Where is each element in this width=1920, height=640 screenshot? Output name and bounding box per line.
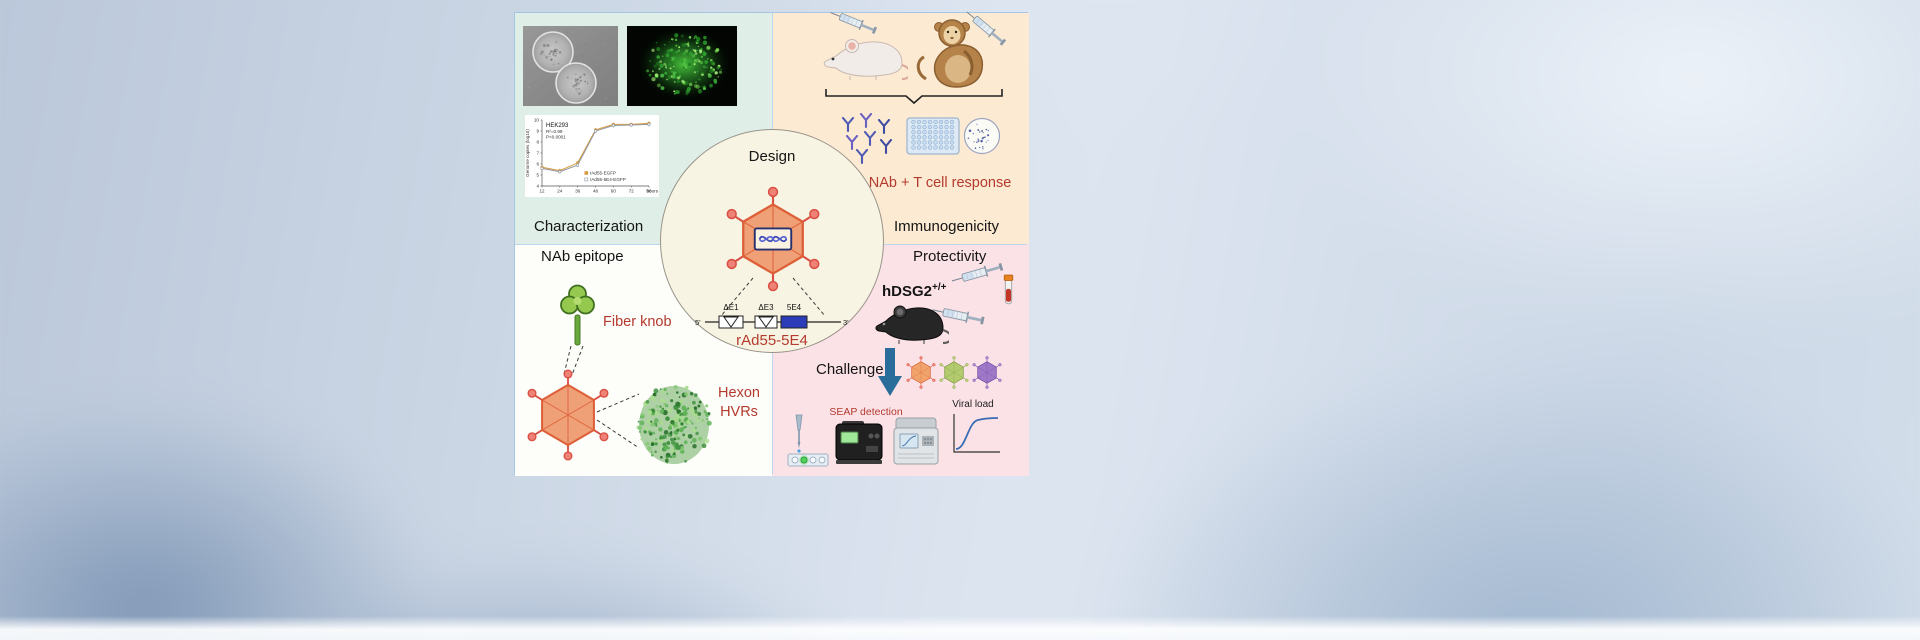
electron-microscopy-image <box>523 26 618 106</box>
hexon-hvrs-label: Hexon HVRs <box>718 385 760 420</box>
fiber-knob-icon <box>560 284 595 346</box>
black-mouse-icon <box>875 305 949 345</box>
pipette-assay-icon <box>787 414 829 467</box>
svg-text:60: 60 <box>611 189 617 194</box>
characterization-label: Characterization <box>534 218 644 235</box>
svg-text:96: 96 <box>646 189 652 194</box>
quadrant-immunogenicity: NAb + T cell response Immunogenicity <box>772 13 1029 244</box>
challenge-label: Challenge <box>816 361 884 378</box>
epitope-dashed-connectors <box>563 345 640 449</box>
svg-text:7: 7 <box>536 151 539 156</box>
svg-text:5: 5 <box>536 173 539 178</box>
viral-load-label: Viral load <box>952 399 994 410</box>
blood-tube-icon <box>1003 274 1014 305</box>
svg-text:72: 72 <box>629 189 635 194</box>
insert-label: 5E4 <box>787 303 802 312</box>
assay-plates-icon <box>906 117 1001 155</box>
protectivity-label: Protectivity <box>913 248 987 265</box>
virus-particle-icon <box>555 62 597 104</box>
design-label: Design <box>748 148 796 165</box>
immunogenicity-label: Immunogenicity <box>894 218 1000 235</box>
three-prime-label: 3' <box>843 318 849 327</box>
nab-epitope-label: NAb epitope <box>541 248 624 265</box>
de1-deletion-triangle <box>723 316 739 328</box>
svg-text:12: 12 <box>539 189 545 194</box>
de1-label: ΔE1 <box>723 303 739 312</box>
hexon-protein-icon <box>636 385 712 464</box>
seap-detection-label: SEAP detection <box>829 406 903 418</box>
challenge-virus-purple-icon <box>972 356 1002 389</box>
svg-text:9: 9 <box>536 129 539 134</box>
adenovirus-with-transgene-icon <box>725 186 821 292</box>
adenovirus-icon <box>526 369 610 461</box>
nab-tcell-response-text: NAb + T cell response <box>868 175 1012 191</box>
monkey-icon <box>916 19 984 88</box>
svg-text:R²=0.99: R²=0.99 <box>546 129 563 134</box>
svg-text:hours: hours <box>647 189 659 194</box>
svg-text:10: 10 <box>534 118 540 123</box>
challenge-virus-orange-icon <box>906 356 936 389</box>
svg-text:48: 48 <box>593 189 599 194</box>
svg-text:8: 8 <box>536 140 539 145</box>
svg-text:36: 36 <box>575 189 581 194</box>
de3-deletion-triangle <box>758 316 774 328</box>
construct-name-label: rAd55-5E4 <box>736 332 808 349</box>
bottom-light-band <box>0 616 1920 640</box>
dna-helix-icon <box>758 235 788 243</box>
qpcr-machine-icon <box>893 417 939 465</box>
challenge-virus-green-icon <box>939 356 969 389</box>
elispot-well-icon <box>963 117 1001 155</box>
combine-bracket-icon <box>825 89 1003 105</box>
fiber-knob-label: Fiber knob <box>603 314 672 330</box>
challenge-arrow-icon <box>878 348 902 396</box>
luminometer-icon <box>835 421 883 464</box>
viral-load-curve-icon <box>953 414 1000 453</box>
gfp-fluorescence-image <box>627 26 737 106</box>
genome-map: ΔE1 ΔE3 5E4 5' 3' <box>695 303 849 329</box>
svg-text:rAd55-EGFP: rAd55-EGFP <box>590 171 616 176</box>
svg-text:HEK293: HEK293 <box>546 123 569 129</box>
de3-label: ΔE3 <box>758 303 774 312</box>
design-dashed-connectors <box>720 277 826 317</box>
five-prime-label: 5' <box>695 318 701 327</box>
svg-text:rAd55-5E4-EGFP: rAd55-5E4-EGFP <box>590 177 626 182</box>
mouse-icon <box>823 39 908 81</box>
svg-text:P<0.0001: P<0.0001 <box>546 135 566 140</box>
svg-text:4: 4 <box>536 184 539 189</box>
design-circle: Design ΔE1 ΔE3 5E4 5' 3' <box>660 129 884 353</box>
hdsg2-model-label: hDSG2+/+ <box>882 282 947 300</box>
svg-text:6: 6 <box>536 162 539 167</box>
insert-5e4-box <box>780 315 808 329</box>
svg-text:24: 24 <box>557 189 563 194</box>
svg-text:Genome copies (log10): Genome copies (log10) <box>525 129 530 177</box>
